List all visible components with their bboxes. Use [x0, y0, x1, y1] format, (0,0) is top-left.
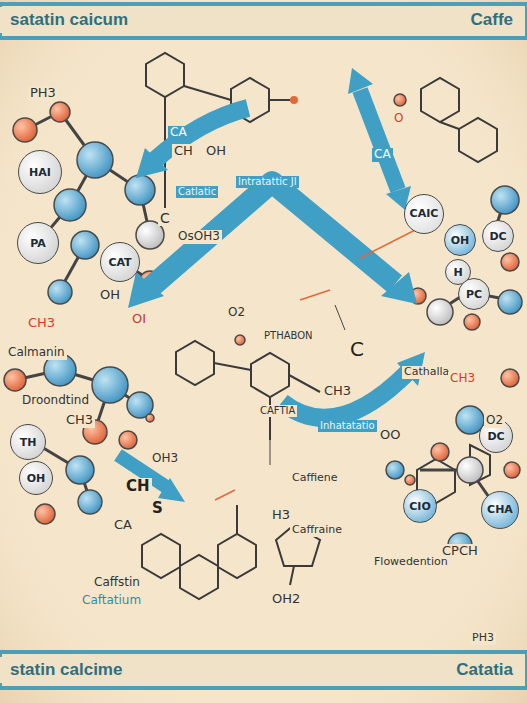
formula-label: Caffiene [290, 472, 340, 485]
atom-label: CHA [487, 503, 513, 516]
formula-label: PH3 [470, 632, 496, 645]
banner-title: statin calcime [10, 660, 122, 680]
atom-label: PA [30, 237, 46, 250]
formula-label: CH3 [26, 316, 57, 331]
formula-label: OsOH3 [176, 230, 222, 244]
title-banner: Caffe [460, 7, 523, 33]
formula-label: OO [378, 428, 402, 443]
formula-label: Cathalla [402, 366, 451, 379]
title-banner: Catatia [446, 657, 523, 683]
banner-title: Catatia [456, 660, 513, 680]
formula-label: Caftatium [80, 594, 143, 608]
formula-label: CH [172, 144, 195, 159]
atom-sphere: PC [458, 278, 490, 310]
atom-label: PC [466, 288, 482, 301]
formula-label: CA [372, 148, 393, 162]
formula-label: CAFTIA [258, 405, 297, 417]
formula-label: CH3 [64, 413, 95, 428]
formula-label: O2 [484, 414, 505, 428]
atom-sphere: OH [19, 461, 53, 495]
formula-label: C [348, 338, 366, 361]
atom-label: CAT [108, 256, 131, 269]
atom-label: CAIC [410, 207, 439, 220]
atom-label: OH [27, 472, 46, 485]
formula-label: S [150, 500, 165, 517]
formula-label: PTHABON [262, 330, 315, 342]
atom-label: CIO [409, 500, 431, 513]
title-banner: statin calcime [0, 657, 132, 683]
formula-label: Caffstin [92, 576, 142, 590]
formula-label: Droondtind [20, 394, 91, 408]
formula-label: OI [130, 312, 148, 327]
atom-sphere: CAT [100, 242, 140, 282]
banner-title: satatin caicum [10, 10, 128, 30]
formula-label: OH3 [150, 452, 180, 466]
banner-title: Caffe [470, 10, 513, 30]
title-banner: satatin caicum [0, 7, 138, 33]
formula-label: CA [112, 518, 134, 533]
atom-label: DC [489, 230, 506, 243]
formula-label: O2 [226, 306, 247, 320]
formula-label: CH3 [448, 372, 477, 386]
formula-label: OH2 [270, 592, 302, 607]
formula-label: PH3 [28, 86, 58, 101]
atom-sphere: CIO [403, 489, 437, 523]
atom-label: OH [451, 234, 470, 247]
atom-label: H [453, 266, 462, 279]
formula-label: C [158, 210, 172, 226]
formula-label: Calmanin [6, 346, 67, 360]
formula-label: O [392, 112, 405, 126]
formula-label: H3 [270, 508, 292, 523]
atom-label: DC [487, 430, 504, 443]
atom-sphere: OH [444, 224, 476, 256]
formula-label: Intratattic JI [236, 176, 299, 188]
formula-label: CH [124, 478, 152, 495]
atom-sphere: CHA [481, 491, 519, 529]
formula-label: Caffraine [290, 524, 344, 537]
atom-label: HAI [29, 166, 51, 179]
formula-label: OH [204, 144, 228, 159]
atom-label: TH [20, 436, 37, 449]
formula-label: Flowedention [372, 556, 450, 569]
atom-sphere: HAI [18, 150, 62, 194]
atom-sphere: TH [10, 424, 46, 460]
formula-label: CH3 [322, 384, 353, 399]
atom-sphere: DC [482, 220, 514, 252]
atom-sphere: PA [17, 222, 59, 264]
formula-label: Catlatic [176, 186, 218, 198]
formula-label: Inhatatatio [318, 420, 377, 432]
formula-label: OH [98, 288, 122, 303]
formula-label: CA [168, 126, 189, 140]
